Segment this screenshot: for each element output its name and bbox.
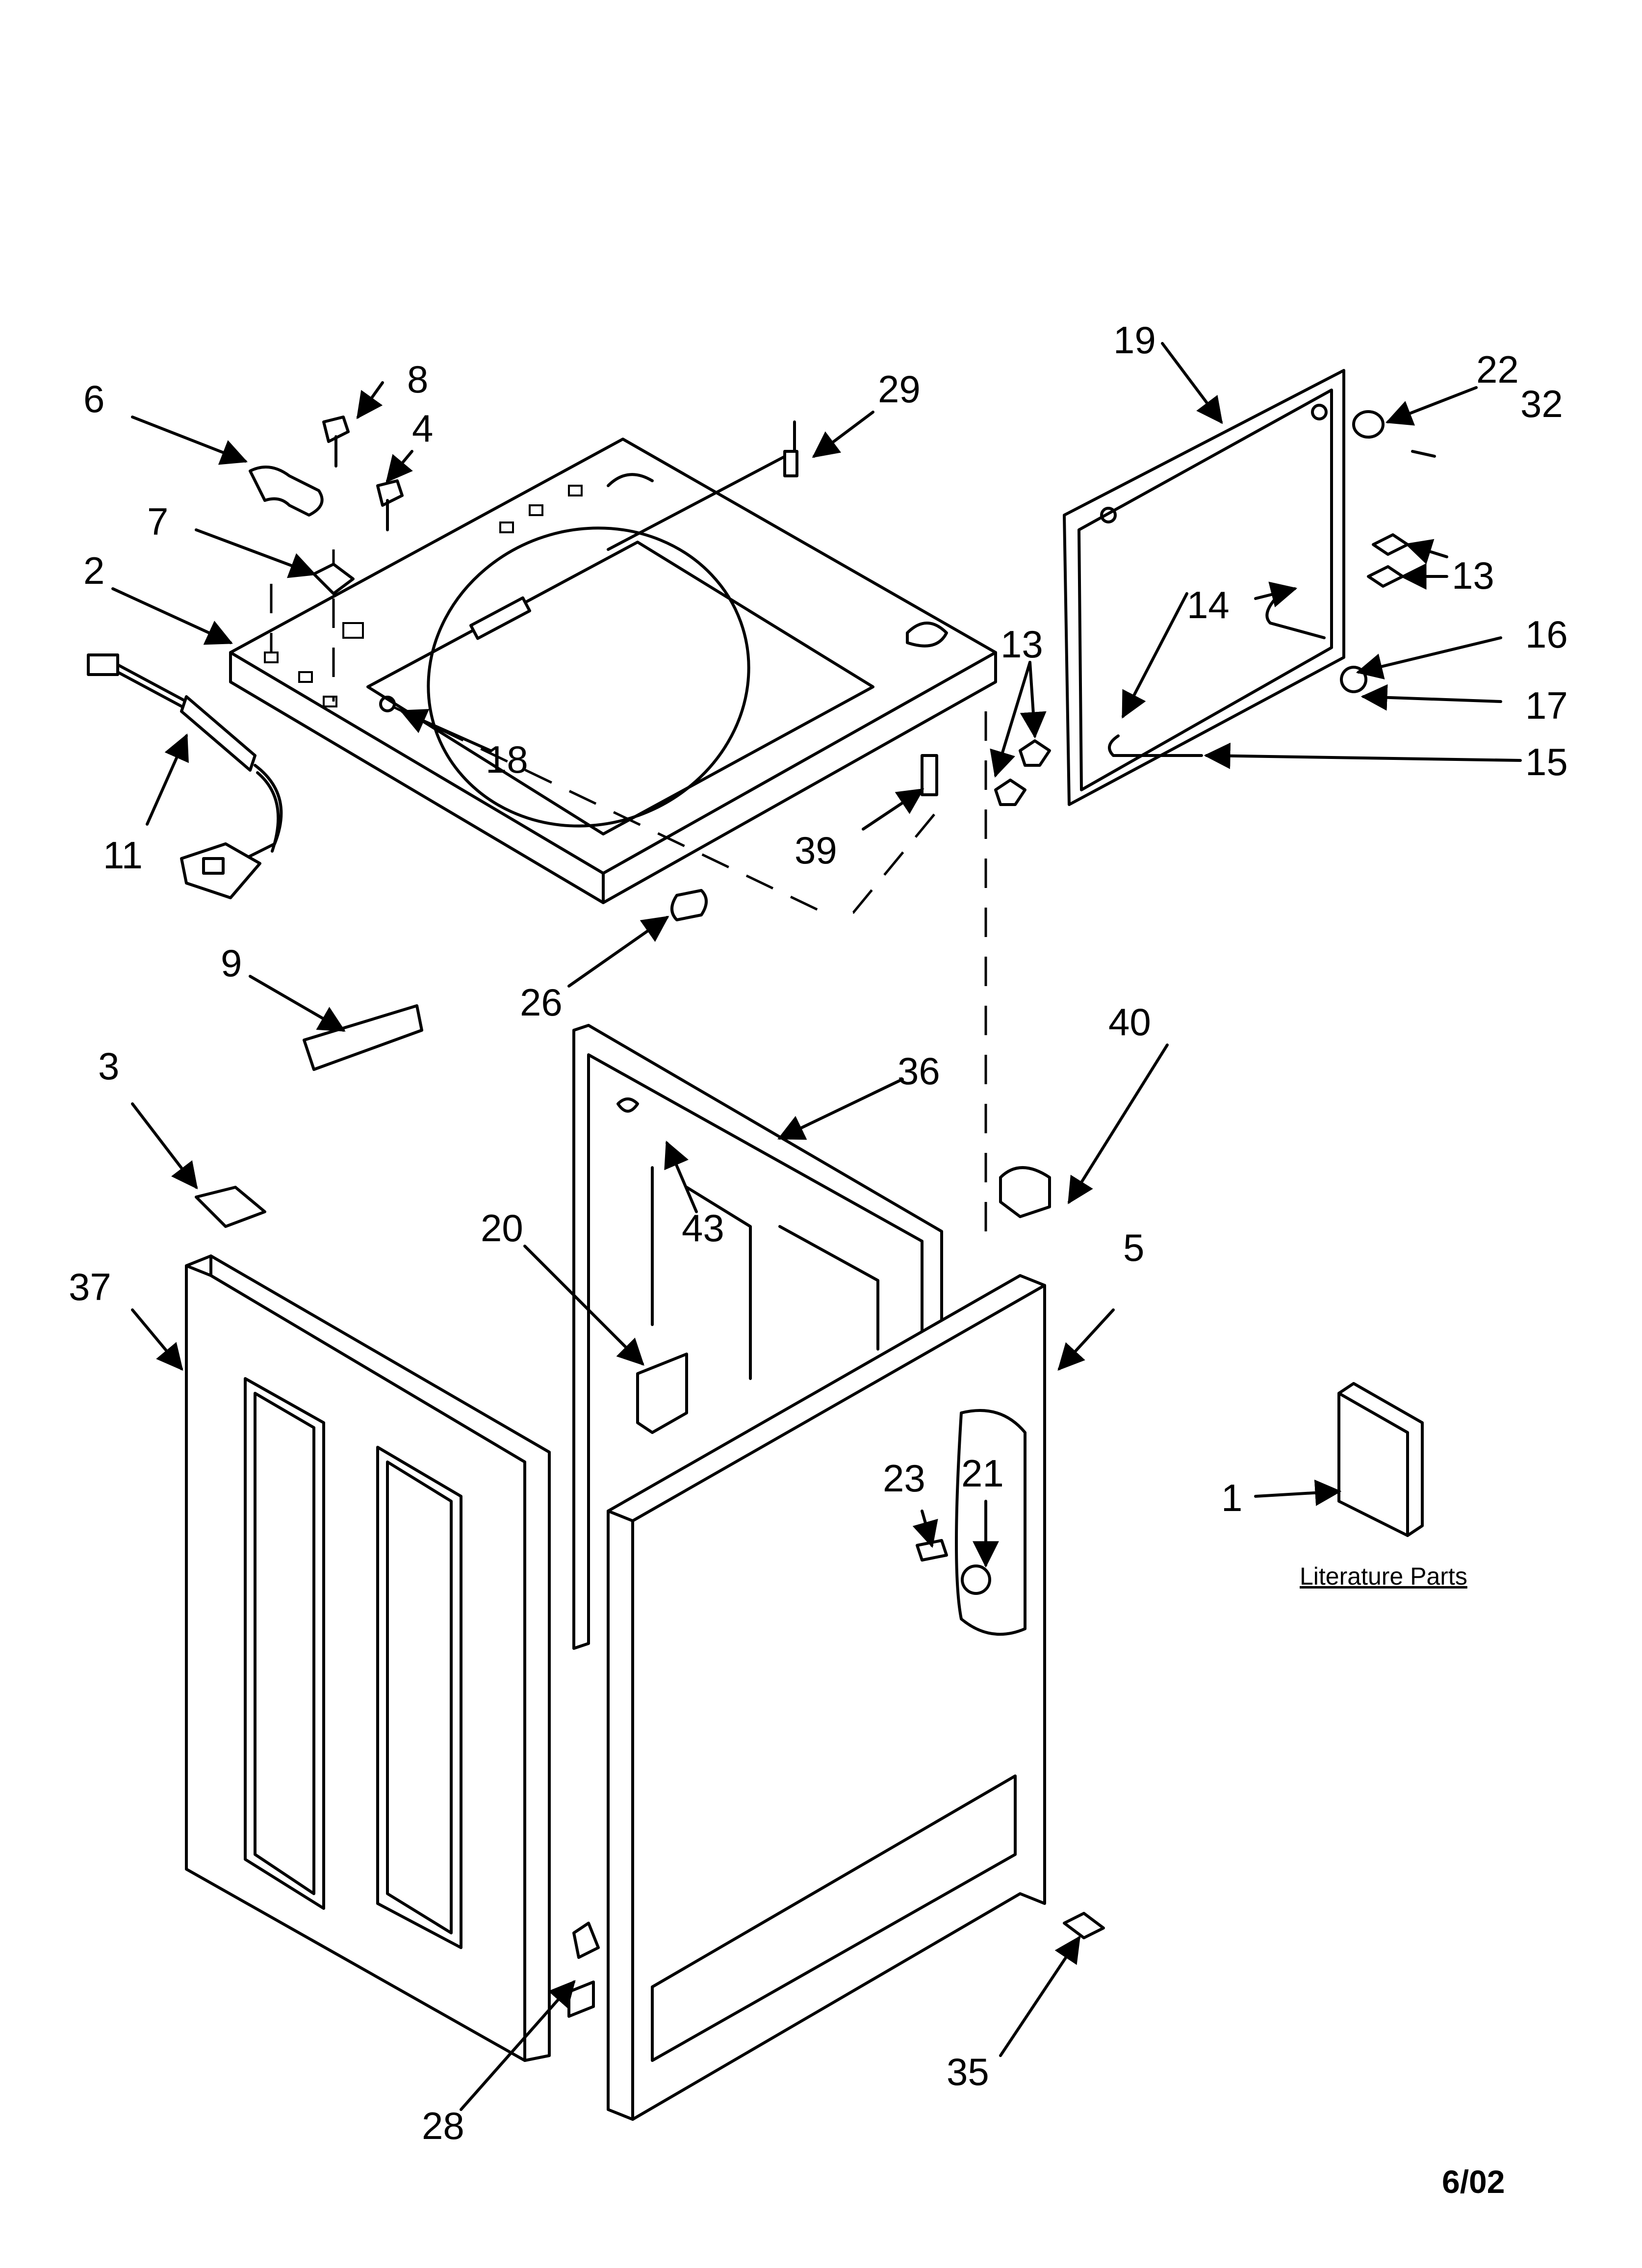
- leader-lines: [111, 342, 1522, 2111]
- top-cover: [229, 438, 997, 904]
- label-15: 15: [1525, 740, 1568, 783]
- side-panel: [185, 1254, 600, 2062]
- label-13-rear: 13: [1452, 554, 1494, 597]
- label-23: 23: [883, 1457, 925, 1500]
- literature-parts: [1337, 1382, 1424, 1537]
- label-32: 32: [1520, 382, 1563, 425]
- label-21: 21: [961, 1452, 1004, 1495]
- label-28: 28: [422, 2104, 464, 2147]
- label-18: 18: [486, 738, 528, 781]
- label-14-front: 14: [1187, 583, 1230, 626]
- label-13-front: 13: [1001, 623, 1043, 666]
- label-4: 4: [412, 407, 433, 450]
- label-39: 39: [795, 829, 837, 872]
- label-20: 20: [481, 1206, 523, 1250]
- label-1: 1: [1221, 1476, 1242, 1519]
- literature-caption: Literature Parts: [1300, 1563, 1467, 1590]
- label-35: 35: [947, 2050, 989, 2093]
- pad: [195, 1186, 266, 1228]
- bracket-20: [636, 1353, 688, 1434]
- front-panel: [607, 1274, 1105, 2121]
- label-43: 43: [682, 1206, 724, 1250]
- label-11: 11: [103, 834, 143, 877]
- part-labels: 1 2 3 4 5 6 7 8 9 11 13 13 14 15 16 17 1…: [69, 318, 1568, 2200]
- label-9: 9: [221, 941, 242, 985]
- date-code: 6/02: [1442, 2164, 1505, 2200]
- label-3: 3: [98, 1044, 119, 1088]
- label-37: 37: [69, 1265, 111, 1308]
- label-26: 26: [520, 981, 563, 1024]
- label-5: 5: [1123, 1226, 1144, 1269]
- label-17: 17: [1525, 684, 1568, 727]
- label-22: 22: [1476, 348, 1519, 391]
- label-2: 2: [83, 549, 104, 592]
- label-40: 40: [1108, 1000, 1151, 1043]
- label-19: 19: [1113, 318, 1156, 362]
- label-6: 6: [83, 377, 104, 420]
- bracket-40: [999, 1166, 1051, 1218]
- label-7: 7: [147, 500, 168, 543]
- label-16: 16: [1525, 613, 1568, 656]
- label-29: 29: [878, 367, 921, 411]
- label-36: 36: [898, 1049, 940, 1093]
- label-8: 8: [407, 358, 428, 401]
- label-panel: [303, 1004, 423, 1071]
- wire-harness: [87, 653, 283, 899]
- small-hardware: [249, 416, 938, 921]
- cabinet-rear: [572, 1024, 943, 1650]
